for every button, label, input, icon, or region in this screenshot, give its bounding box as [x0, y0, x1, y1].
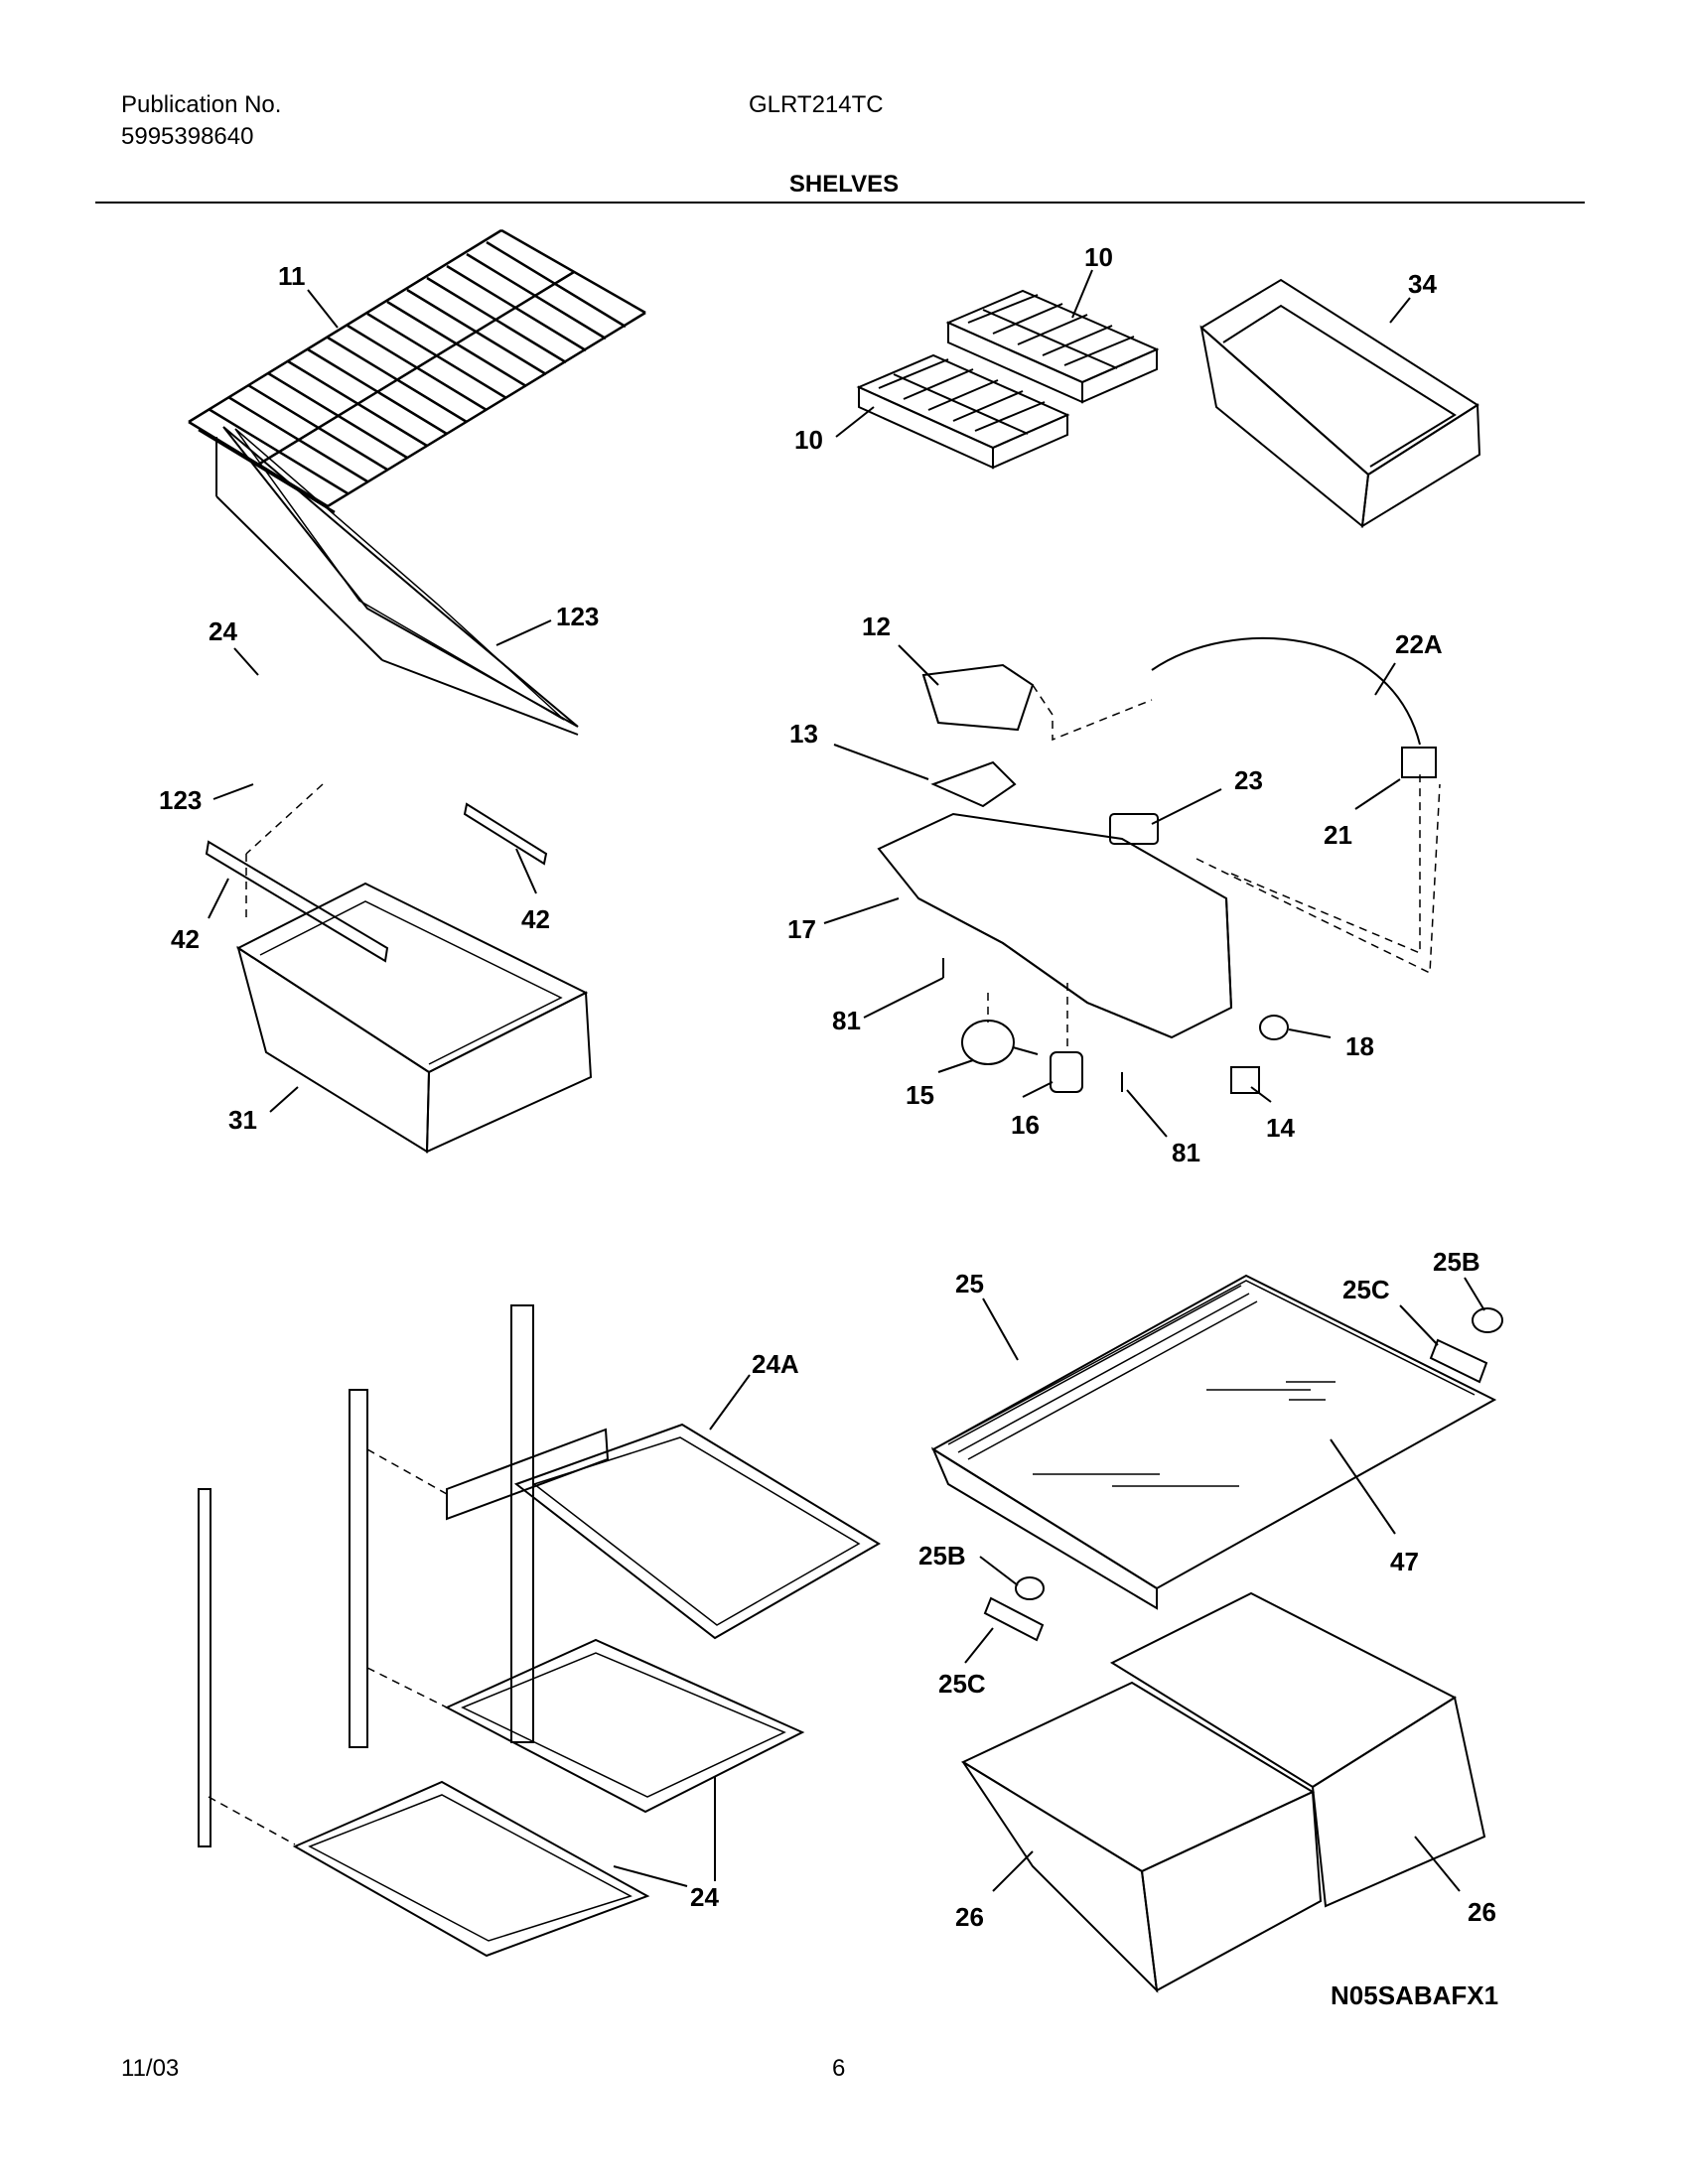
callout-25B-bottom: 25B: [918, 1541, 966, 1570]
publication-date: 11/03: [121, 2055, 180, 2082]
callout-10-top: 10: [1084, 242, 1113, 272]
part-ice-tray-front: [856, 353, 1070, 470]
callout-17: 17: [787, 914, 816, 944]
header-rule: [95, 202, 1585, 204]
callout-34: 34: [1408, 269, 1437, 299]
part-shelf-24-bottom: [292, 1780, 650, 1958]
callout-81-left: 81: [832, 1006, 861, 1035]
callout-23: 23: [1234, 765, 1263, 795]
part-crisper-cover-25: [930, 1274, 1497, 1610]
callout-14: 14: [1266, 1113, 1295, 1143]
diagram-code: N05SABAFX1: [1331, 1980, 1499, 2010]
part-light-lens-13: [930, 760, 1017, 808]
part-bracket-25C-top: [1429, 1338, 1488, 1384]
part-screws-81: [942, 958, 1123, 1092]
part-storage-bin-34: [1199, 278, 1481, 528]
callout-42-right: 42: [521, 904, 550, 934]
callout-123-upper: 123: [556, 602, 599, 631]
callout-25B-top: 25B: [1433, 1247, 1480, 1277]
part-crisper-drawer-26-right: [1109, 1591, 1486, 1908]
part-shelf-rail-42-right: [463, 802, 548, 866]
part-light-housing-17: [877, 812, 1233, 1039]
leader-dashes-lower-left: [208, 1448, 448, 1845]
model-number: GLRT214TC: [749, 91, 884, 118]
callout-25C-top: 25C: [1342, 1275, 1390, 1304]
part-shelf-24-middle: [444, 1638, 805, 1814]
part-crisper-drawer-26-left: [960, 1681, 1323, 1993]
callout-12: 12: [862, 612, 891, 641]
callout-25C-bottom: 25C: [938, 1669, 986, 1699]
callout-18: 18: [1345, 1031, 1374, 1061]
part-switch-21: [1401, 747, 1437, 778]
page-number: 6: [832, 2055, 846, 2082]
callout-81-right: 81: [1172, 1138, 1200, 1167]
publication-label: Publication No.: [121, 91, 282, 118]
part-crisper-drawer-31: [236, 882, 593, 1154]
callout-16: 16: [1011, 1110, 1040, 1140]
part-shelf-24A: [446, 1423, 881, 1640]
part-vertical-rails: [198, 1304, 534, 1847]
publication-number: 5995398640: [121, 123, 254, 150]
part-shelf-rail-42-left: [205, 840, 389, 963]
part-bracket-25C-bottom: [983, 1596, 1045, 1642]
section-title: SHELVES: [788, 171, 900, 198]
part-clip-25B-bottom: [1015, 1576, 1045, 1600]
callout-10-bottom: 10: [794, 425, 823, 455]
part-glass-shelf-24: [215, 426, 579, 736]
callout-26-left: 26: [955, 1902, 984, 1932]
callout-25: 25: [955, 1269, 984, 1298]
part-light-bulb-15: [961, 1020, 1039, 1065]
callout-24-lower: 24: [690, 1882, 719, 1912]
part-socket-16: [1050, 1051, 1083, 1093]
part-light-shield-12: [921, 663, 1035, 732]
callout-leader-lines: [208, 269, 1485, 1892]
part-crisper-cover-vents: [947, 1285, 1258, 1460]
leader-dashes-left-shelf: [245, 783, 324, 923]
callout-15: 15: [906, 1080, 934, 1110]
part-wire-harness-22A: [1151, 637, 1421, 746]
part-ice-tray-back: [945, 289, 1160, 404]
callout-47: 47: [1390, 1547, 1419, 1576]
part-button-18: [1259, 1015, 1289, 1040]
callout-24A: 24A: [752, 1349, 799, 1379]
leader-dashes-light-assembly: [987, 684, 1441, 1052]
part-wire-shelf: [188, 228, 646, 514]
callout-21: 21: [1324, 820, 1352, 850]
callout-22A: 22A: [1395, 629, 1443, 659]
callout-42-left: 42: [171, 924, 200, 954]
callout-123-lower: 123: [159, 785, 202, 815]
callout-31: 31: [228, 1105, 257, 1135]
part-clip-25B-top: [1472, 1307, 1503, 1333]
part-defrost-control-23: [1109, 813, 1159, 845]
part-switch-14: [1230, 1066, 1260, 1094]
callout-13: 13: [789, 719, 818, 749]
callout-26-right: 26: [1468, 1897, 1496, 1927]
callout-11: 11: [278, 261, 306, 291]
callout-24-upper: 24: [209, 616, 237, 646]
